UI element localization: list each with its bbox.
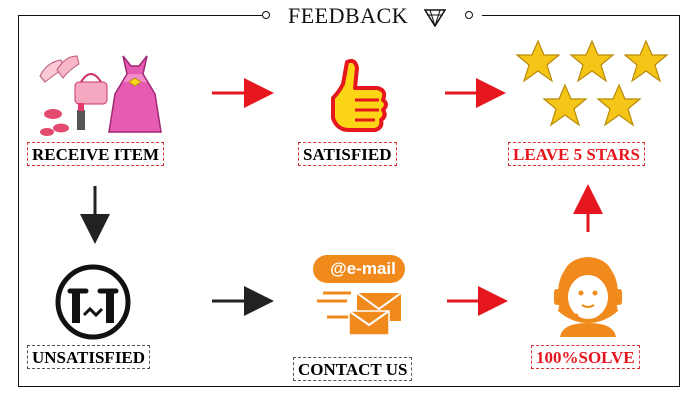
thumbs-up-icon — [331, 58, 388, 132]
support-agent-icon — [554, 257, 622, 337]
title-background — [262, 4, 482, 28]
email-badge-text: @e-mail — [330, 259, 396, 278]
step-satisfied-label: SATISFIED — [298, 142, 397, 166]
step-receive-item-label: RECEIVE ITEM — [27, 142, 165, 166]
title-left-dot — [262, 11, 270, 19]
diamond-logo-icon — [424, 9, 446, 27]
crying-face-icon — [55, 264, 131, 340]
header: FEEDBACK — [0, 0, 700, 32]
step-leave-5-stars-label: LEAVE 5 STARS — [508, 142, 645, 166]
email-icon — [313, 255, 405, 336]
clothing-icon — [39, 55, 162, 136]
step-100-solve-label: 100%SOLVE — [531, 345, 640, 369]
page-title: FEEDBACK — [288, 3, 409, 28]
step-contact-us-label: CONTACT US — [293, 357, 413, 381]
step-unsatisfied-label: UNSATISFIED — [27, 345, 151, 369]
title-right-dot — [465, 11, 473, 19]
